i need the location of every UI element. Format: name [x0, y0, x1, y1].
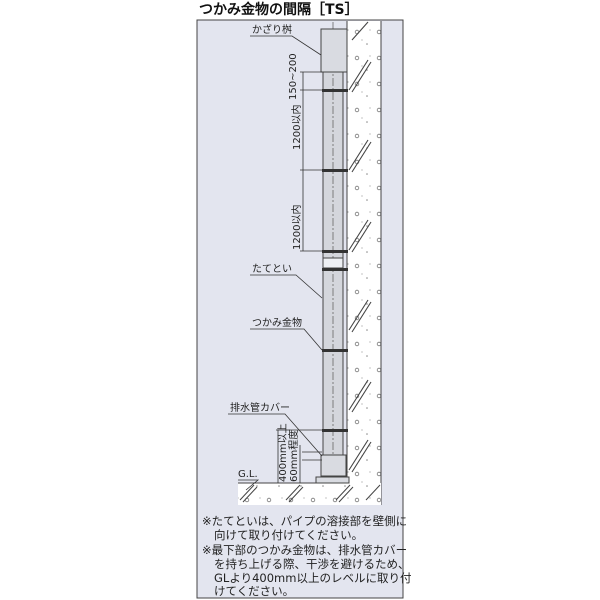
- drain-pipe-cover: [320, 454, 347, 477]
- clamp: [322, 169, 348, 172]
- label-decorative-box: かざり桝: [252, 23, 292, 36]
- note-line: 向けて取り付けてください。: [214, 528, 363, 542]
- note-line: ※最下部のつかみ金物は、排水管カバー: [202, 543, 407, 557]
- diagram-title: つかみ金物の間隔［TS］: [199, 1, 359, 18]
- pipe-joint: [322, 257, 344, 269]
- dim-1200-a: 1200以内: [290, 105, 303, 150]
- label-clamp: つかみ金物: [252, 316, 302, 329]
- dim-60mm: 60mm程度: [287, 430, 300, 482]
- pipe-base: [315, 476, 350, 484]
- clamp: [322, 89, 348, 92]
- note-line: ※たてといは、パイプの溶接部を壁側に: [202, 514, 407, 528]
- notes: ※たてといは、パイプの溶接部を壁側に 向けて取り付けてください。 ※最下部のつか…: [202, 514, 411, 598]
- clamp: [322, 268, 348, 271]
- label-downspout: たてとい: [252, 263, 292, 275]
- dim-150-200: 150~200: [288, 53, 299, 100]
- concrete-wall: [346, 21, 382, 505]
- label-ground-level: G.L.: [238, 469, 258, 480]
- clamp: [322, 429, 348, 432]
- dimension-lines: [276, 71, 322, 483]
- decorative-box: [320, 28, 348, 73]
- clamps: [322, 89, 348, 432]
- ground: [238, 482, 381, 505]
- leader-lines: [228, 35, 323, 491]
- note-line: を持ち上げる際、干渉を避けるため、: [214, 557, 410, 571]
- label-drain-cover: 排水管カバー: [230, 401, 290, 414]
- dim-400mm: 400mm以上: [277, 423, 289, 482]
- note-line: GLより400mm以上のレベルに取り付: [214, 571, 411, 585]
- clamp: [322, 250, 348, 253]
- clamp: [322, 349, 348, 352]
- note-line: けてください。: [214, 584, 294, 598]
- dim-1200-b: 1200以内: [290, 205, 303, 250]
